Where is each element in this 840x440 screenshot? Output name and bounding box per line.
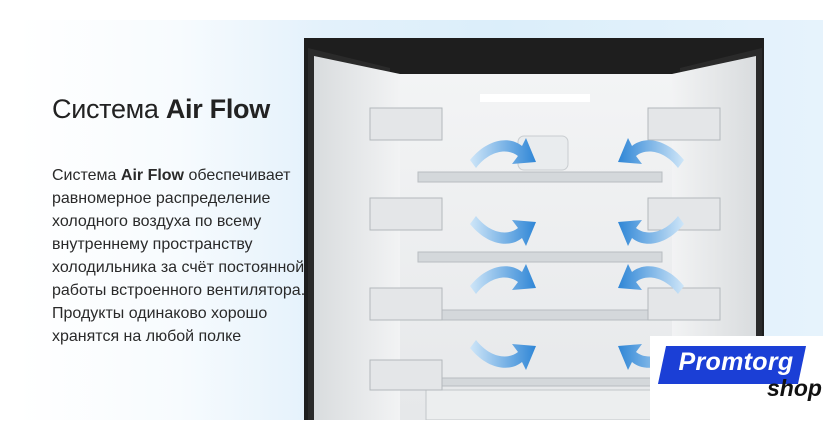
- description-body: обеспечивает равномерное распределение х…: [52, 167, 306, 345]
- crisper-drawer: [425, 389, 655, 420]
- logo-text-top: Promtorg: [678, 348, 794, 376]
- description-lead-prefix: Система: [52, 167, 121, 184]
- page-title: Система Air Flow: [52, 94, 270, 125]
- door-bin-right: [647, 287, 721, 321]
- shelf: [417, 309, 663, 321]
- door-bin-left: [369, 197, 443, 231]
- brand-logo: Promtorg shop: [650, 336, 840, 420]
- door-bin-left: [369, 359, 443, 391]
- fridge-illustration: [304, 38, 764, 420]
- door-bin-right: [647, 107, 721, 141]
- title-prefix: Система: [52, 94, 166, 124]
- shelf: [417, 251, 663, 263]
- feature-description: Система Air Flow обеспечивает равномерно…: [52, 164, 312, 348]
- shelf: [417, 171, 663, 183]
- right-door-liner: [672, 56, 756, 420]
- interior-light: [480, 94, 590, 102]
- title-emphasis: Air Flow: [165, 94, 270, 124]
- door-bin-left: [369, 287, 443, 321]
- shelf: [417, 377, 663, 387]
- description-lead-emphasis: Air Flow: [120, 167, 184, 184]
- fridge-photo: [300, 38, 800, 420]
- left-door-liner: [314, 56, 400, 420]
- logo-text-bottom: shop: [767, 375, 822, 401]
- door-bin-left: [369, 107, 443, 141]
- door-bin-right: [647, 197, 721, 231]
